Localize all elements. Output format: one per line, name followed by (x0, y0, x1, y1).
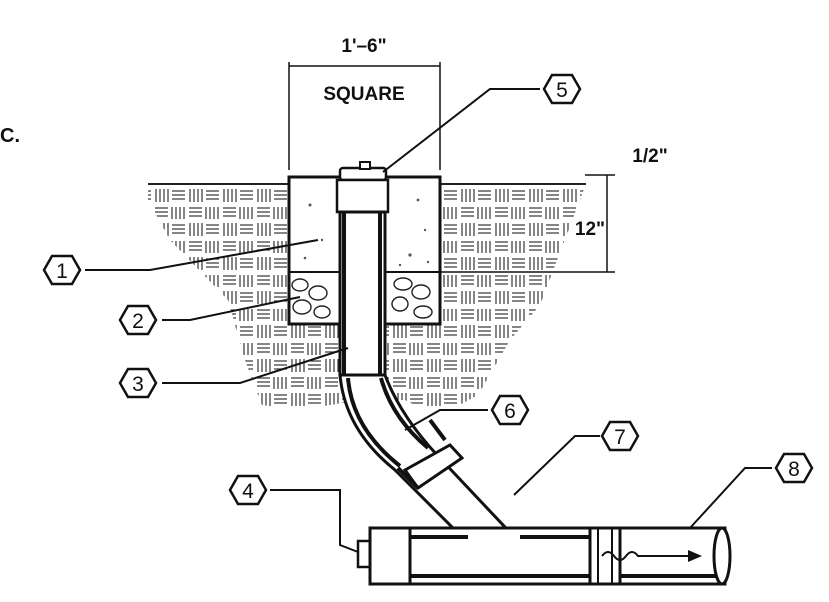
corner-text: C. (0, 125, 20, 147)
svg-text:6: 6 (504, 400, 516, 423)
callout-3: 3 (118, 367, 158, 399)
width-dim-label: 1'–6" (341, 36, 386, 57)
svg-text:2: 2 (132, 310, 144, 333)
svg-text:7: 7 (614, 426, 626, 449)
svg-text:3: 3 (132, 373, 144, 396)
svg-text:4: 4 (242, 480, 254, 503)
svg-text:5: 5 (556, 79, 568, 102)
width-dimension: 1'–6" SQUARE (288, 36, 441, 170)
callout-2: 2 (118, 304, 158, 336)
main-line-pipe (356, 526, 732, 586)
callout-7: 7 (600, 420, 640, 452)
callout-4: 4 (228, 474, 268, 506)
callout-1: 1 (42, 254, 82, 286)
callout-8: 8 (774, 452, 814, 484)
callout-6: 6 (490, 394, 530, 426)
depth-dim-label: 12" (575, 219, 605, 240)
square-label: SQUARE (323, 84, 404, 105)
svg-text:8: 8 (788, 458, 800, 481)
svg-text:1: 1 (56, 260, 68, 283)
callout-5: 5 (542, 73, 582, 105)
top-dim-label: 1/2" (632, 146, 667, 167)
depth-dimension: 1/2" 12" (440, 146, 668, 273)
leader-lines (85, 88, 772, 553)
